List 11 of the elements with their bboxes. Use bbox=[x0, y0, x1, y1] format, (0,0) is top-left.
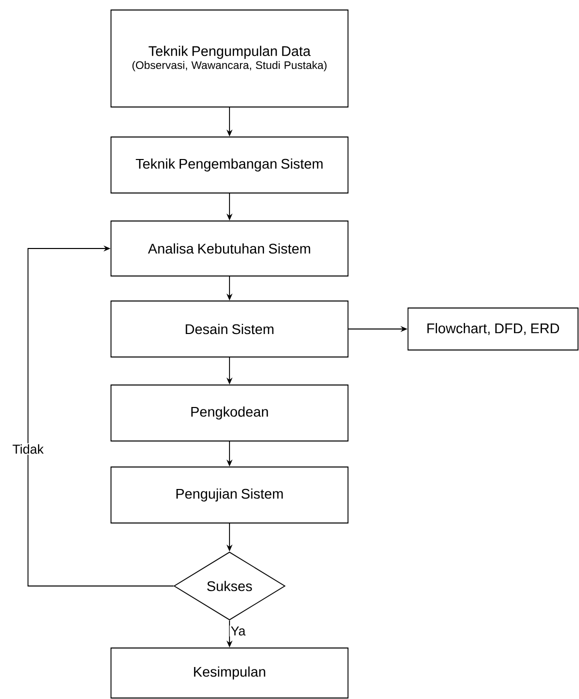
edge-label: Ya bbox=[230, 625, 247, 637]
process-box: Flowchart, DFD, ERD bbox=[408, 308, 578, 350]
edge-label: Tidak bbox=[11, 443, 45, 455]
process-box: Pengkodean bbox=[110, 384, 348, 442]
process-box: Teknik Pengembangan Sistem bbox=[110, 136, 348, 194]
process-box: Kesimpulan bbox=[110, 648, 348, 698]
process-box: Analisa Kebutuhan Sistem bbox=[110, 220, 348, 276]
arrow bbox=[28, 245, 174, 586]
process-box: Teknik Pengumpulan Data (Observasi, Wawancara, Studi Pustaka) bbox=[110, 10, 348, 108]
process-box: Desain Sistem bbox=[110, 300, 348, 358]
process-box: Pengujian Sistem bbox=[110, 466, 348, 524]
